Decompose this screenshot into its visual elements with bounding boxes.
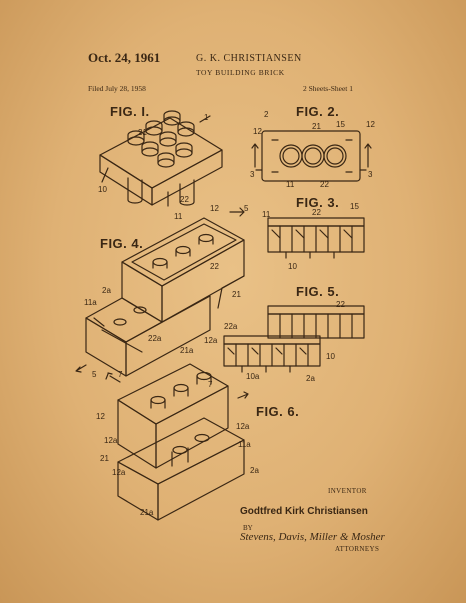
- ref-22-fig5: 22: [336, 300, 345, 309]
- fig5-label: FIG. 5.: [296, 284, 340, 299]
- ref-7-left: 7: [118, 370, 123, 379]
- ref-12-fig6: 12: [96, 412, 105, 421]
- ref-12a-fig6-right: 12a: [236, 422, 250, 431]
- inventor-label: INVENTOR: [328, 487, 367, 495]
- ref-1: 1: [204, 113, 209, 122]
- ref-21-fig2: 21: [312, 122, 321, 131]
- ref-21a-fig6: 21a: [140, 508, 154, 517]
- fig6-label: FIG. 6.: [256, 404, 300, 419]
- fig1-label: FIG. I.: [110, 104, 150, 119]
- fig4-label: FIG. 4.: [100, 236, 144, 251]
- filed-date: Filed July 28, 1958: [88, 84, 146, 93]
- ref-21: 21: [138, 128, 147, 137]
- ref-22a-fig5: 22a: [224, 322, 238, 331]
- ref-21-fig6: 21: [100, 454, 109, 463]
- fig1-drawing: [99, 110, 223, 207]
- ref-15: 15: [336, 120, 345, 129]
- fig2-drawing: [251, 130, 372, 182]
- ref-12-fig4: 12: [210, 204, 219, 213]
- patent-title: TOY BUILDING BRICK: [196, 68, 285, 77]
- ref-11-fig3: 11: [262, 210, 271, 219]
- ref-22-fig2: 22: [320, 180, 329, 189]
- ref-11: 11: [286, 180, 295, 189]
- patent-date: Oct. 24, 1961: [88, 50, 161, 65]
- ref-10-fig5: 10: [326, 352, 335, 361]
- ref-5-top: 5: [244, 204, 249, 213]
- attorneys-label: ATTORNEYS: [335, 545, 380, 553]
- ref-22-fig3: 22: [312, 208, 321, 217]
- ref-11a-fig6: 11a: [238, 440, 251, 449]
- ref-22a: 22a: [148, 334, 162, 343]
- fig5-drawing: [223, 305, 365, 373]
- fig2-label: FIG. 2.: [296, 104, 340, 119]
- ref-21-fig4: 21: [232, 290, 241, 299]
- ref-12-right: 12: [366, 120, 375, 129]
- ref-12a-fig6-low: 12a: [112, 468, 126, 477]
- ref-11-fig4: 11: [174, 212, 183, 221]
- ref-22-fig4: 22: [210, 262, 219, 271]
- sheet-count: 2 Sheets-Sheet 1: [303, 84, 353, 93]
- fig6-drawing: [105, 363, 249, 521]
- ref-12a-fig5: 12a: [204, 336, 218, 345]
- ref-5-bottom: 5: [92, 370, 97, 379]
- ref-12-left: 12: [253, 127, 262, 136]
- fig3-drawing: [267, 217, 365, 259]
- ref-2a-fig5: 2a: [306, 374, 315, 383]
- ref-15-fig3: 15: [350, 202, 359, 211]
- ref-3-left: 3: [250, 170, 255, 179]
- ref-12a-fig6: 12a: [104, 436, 118, 445]
- ref-7-right: 7: [208, 380, 213, 389]
- inventor-header: G. K. CHRISTIANSEN: [196, 53, 302, 64]
- attorneys-signature: Stevens, Davis, Miller & Mosher: [240, 531, 385, 543]
- ref-22: 22: [180, 195, 189, 204]
- fig4-drawing: [75, 207, 245, 377]
- ref-3-right: 3: [368, 170, 373, 179]
- ref-21a: 21a: [180, 346, 194, 355]
- ref-10: 10: [98, 185, 107, 194]
- by-label: BY: [243, 524, 253, 532]
- ref-2a: 2a: [102, 286, 111, 295]
- ref-10a: 10a: [246, 372, 260, 381]
- ref-2a-fig6: 2a: [250, 466, 259, 475]
- ref-10-fig3: 10: [288, 262, 297, 271]
- inventor-name: Godtfred Kirk Christiansen: [240, 506, 368, 517]
- ref-11a: 11a: [84, 298, 97, 307]
- fig3-label: FIG. 3.: [296, 195, 340, 210]
- ref-2: 2: [264, 110, 269, 119]
